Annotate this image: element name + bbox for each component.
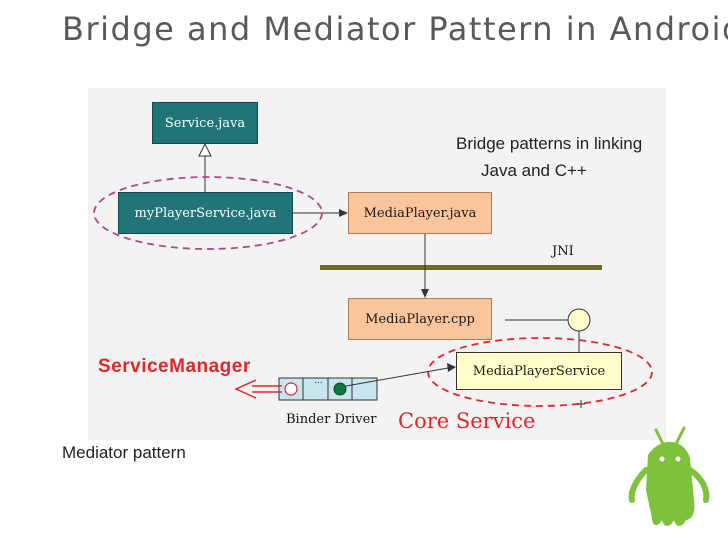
binder-hollow-dot [284,382,298,396]
media-player-java-label: MediaPlayer.java [363,205,477,221]
service-link-line [345,367,449,387]
slide-title: Bridge and Mediator Pattern in Android [62,10,728,48]
jni-arrowhead [421,289,429,298]
core-service-label: Core Service [398,409,536,433]
interface-lollipop [567,308,591,332]
media-player-java-box: MediaPlayer.java [348,192,492,234]
service-link-arrowhead [447,363,456,372]
media-player-service-box: MediaPlayerService [456,352,622,390]
media-player-service-label: MediaPlayerService [472,363,606,379]
binder-driver-label: Binder Driver [286,412,377,427]
jni-bar [320,265,602,270]
my-player-service-label: myPlayerService.java [134,205,277,221]
jni-label: JNI [552,244,574,259]
mediator-note: Mediator pattern [62,443,186,462]
service-java-box: Service.java [152,102,258,144]
bridge-note-line2: Java and C++ [481,161,587,180]
service-java-label: Service.java [164,115,246,131]
service-manager-label: ServiceManager [98,356,251,377]
my-player-service-box: myPlayerService.java [118,192,293,234]
binder-filled-dot [333,382,347,396]
inheritance-arrowhead [198,142,212,157]
media-player-cpp-label: MediaPlayer.cpp [365,311,475,327]
servicemanager-arrowhead [234,379,257,399]
bridge-arrowhead [339,209,348,217]
media-player-cpp-box: MediaPlayer.cpp [348,298,492,340]
bridge-ellipse [93,176,323,250]
binder-dots-label: ... [314,376,323,386]
bridge-note-line1: Bridge patterns in linking [456,134,643,153]
